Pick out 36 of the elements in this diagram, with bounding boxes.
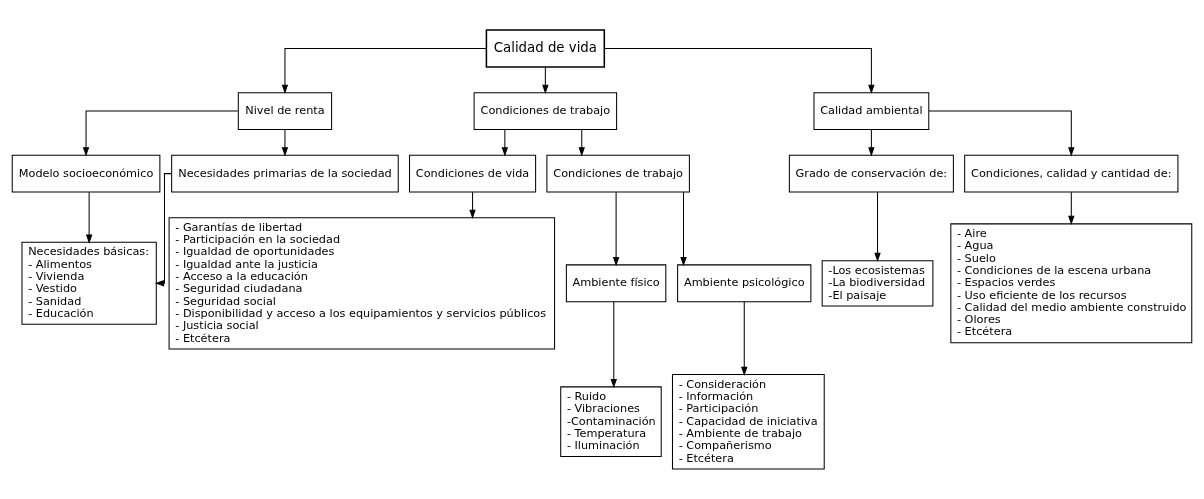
arrow — [469, 191, 476, 219]
node-box: Condiciones de trabajo — [473, 92, 618, 131]
arrow — [612, 191, 620, 267]
node-box: Ambiente físico — [565, 264, 667, 303]
node-box: Calidad ambiental — [813, 92, 930, 131]
arrow — [281, 48, 487, 94]
arrow — [928, 110, 1075, 157]
node-box: - Consideración - Información - Participación - Capacidad de iniciativa - Ambiente de trabajo - Compañerismo - Etcétera — [671, 374, 825, 470]
arrow — [154, 173, 173, 287]
node-box: - Ruido - Vibraciones -Contaminación - Temperatura - Iluminación — [560, 386, 662, 458]
arrow — [578, 129, 585, 157]
arrow — [680, 191, 687, 267]
arrow — [542, 66, 549, 94]
arrow — [1068, 191, 1075, 225]
arrow — [85, 191, 93, 244]
arrow — [281, 129, 289, 157]
node-box: Grado de conservación de: — [788, 154, 954, 193]
node-box: Necesidades primarias de la sociedad — [171, 154, 399, 193]
node-box: Nivel de renta — [237, 92, 333, 131]
node-box: Calidad de vida — [485, 29, 606, 68]
arrow — [741, 301, 748, 377]
node-box: Modelo socioeconómico — [11, 154, 161, 193]
node-box: Necesidades básicas: - Alimentos - Vivienda - Vestido - Sanidad - Educación — [21, 241, 157, 325]
arrow — [603, 48, 875, 94]
arrow — [874, 191, 881, 262]
node-box: -Los ecosistemas -La biodiversidad -El paisaje — [821, 260, 934, 307]
arrow — [610, 301, 618, 389]
arrow — [868, 129, 875, 157]
node-box: Condiciones, calidad y cantidad de: — [964, 154, 1179, 193]
node-box: Condiciones de vida — [409, 154, 537, 193]
node-box: - Garantías de libertad - Participación en la sociedad - Igualdad de oportunidades - Igualdad ante la justicia - Acceso a la educación - Seguridad ciudadana - Seguridad social - Disponibilidad y acceso a los equipamientos y servicios públicos - Justicia social - Etcétera — [168, 217, 556, 350]
arrow — [82, 110, 239, 157]
node-box: Ambiente psicológico — [677, 264, 812, 303]
node-box: Condiciones de trabajo — [546, 154, 690, 193]
node-box: - Aire - Agua - Suelo - Condiciones de la escena urbana - Espacios verdes - Uso eficiente de los recursos - Calidad del medio ambiente construido - Olores - Etcétera — [950, 223, 1193, 344]
arrow — [501, 129, 509, 157]
